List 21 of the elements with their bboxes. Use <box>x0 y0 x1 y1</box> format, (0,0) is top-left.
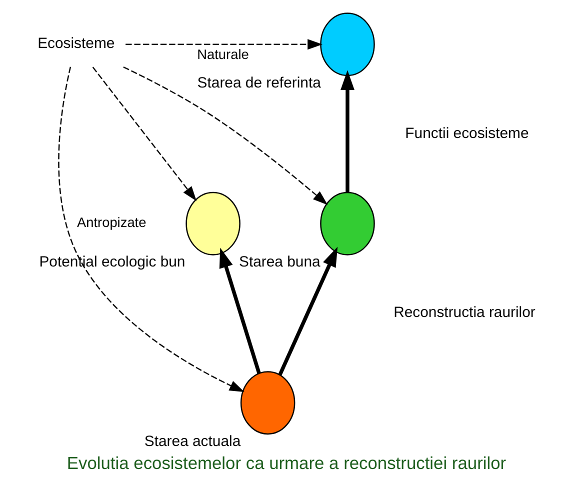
edge-label: Antropizate <box>76 215 146 230</box>
arrow <box>92 66 196 202</box>
node-label: Starea buna <box>238 254 320 271</box>
caption: Evolutia ecosistemelor ca urmare a reconstructiei raurilor <box>66 453 506 474</box>
node-circle <box>320 192 374 256</box>
node-circle <box>185 192 240 256</box>
node-text: Ecosisteme <box>37 35 114 52</box>
arrow <box>278 246 338 376</box>
node-label: Starea de referinta <box>196 74 320 92</box>
node-circle <box>320 12 374 76</box>
node-label: Potential ecologic bun <box>38 254 185 271</box>
node-circle <box>240 371 295 435</box>
arrow <box>125 39 322 50</box>
node-label: Starea actuala <box>144 432 240 450</box>
label: Functii ecosisteme <box>404 124 528 142</box>
edge-label: Naturale <box>196 47 248 62</box>
label: Reconstructia raurilor <box>393 304 535 322</box>
arrow <box>340 70 354 192</box>
arrow <box>58 66 244 392</box>
arrow <box>122 66 328 205</box>
arrow <box>218 248 260 374</box>
